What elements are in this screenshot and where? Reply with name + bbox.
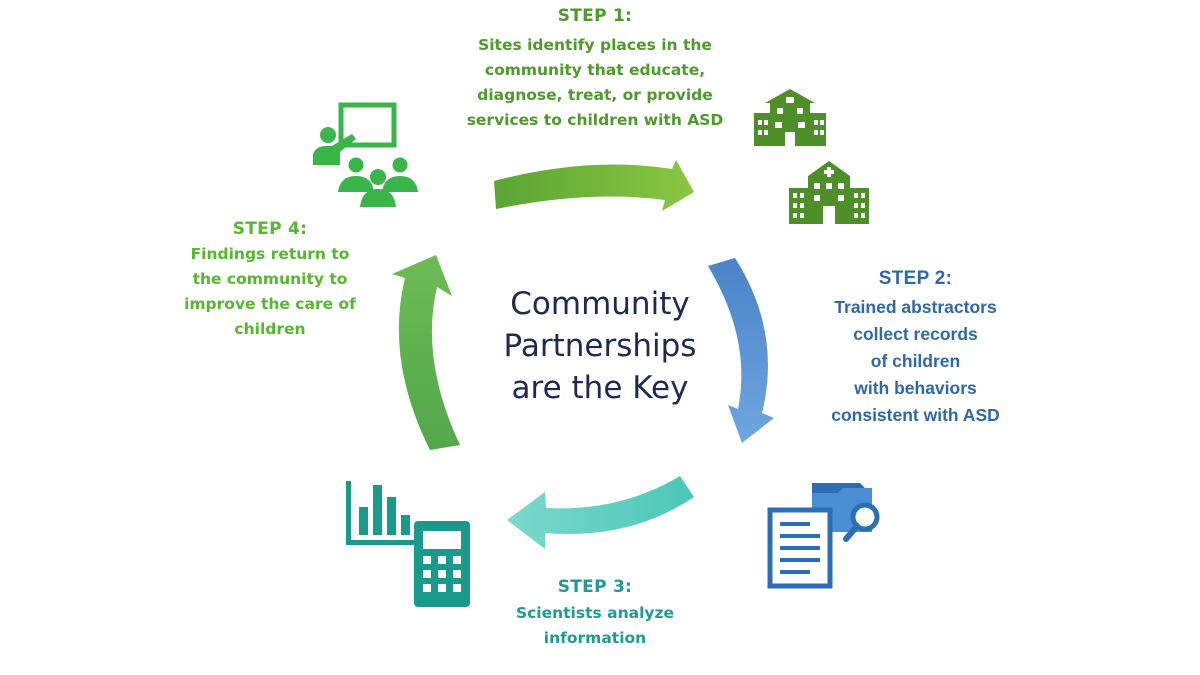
step-4-line: the community to	[192, 270, 348, 288]
step-1-line: services to children with ASD	[466, 111, 724, 129]
step-3-text: STEP 3: Scientists analyze information	[480, 577, 710, 651]
step-3-title: STEP 3:	[557, 577, 633, 597]
step-4-line: Findings return to	[190, 245, 350, 263]
step-2-line: collect records	[853, 324, 978, 344]
step-4-line: children	[234, 320, 306, 338]
arrow-step3	[507, 476, 694, 549]
step-2-title: STEP 2:	[878, 268, 953, 289]
step-2-line: Trained abstractors	[834, 297, 997, 317]
classroom-icon	[313, 102, 418, 207]
bar-chart-icon	[346, 481, 416, 545]
step-1-line: community that educate,	[484, 61, 706, 79]
school-building-icon	[754, 89, 826, 146]
center-title-line: Community	[510, 286, 690, 322]
step-3-line: Scientists analyze	[515, 604, 675, 622]
document-folder-search-icon	[767, 483, 880, 589]
hospital-building-icon	[789, 161, 869, 224]
step-4-line: improve the care of	[184, 295, 356, 313]
step-1-title: STEP 1:	[557, 6, 633, 26]
center-title-line: are the Key	[511, 370, 689, 406]
step-3-line: information	[543, 629, 647, 647]
step-1-text: STEP 1: Sites identify places in the com…	[440, 6, 750, 133]
arrow-step1	[494, 160, 694, 211]
step-1-line: diagnose, treat, or provide	[477, 86, 713, 104]
step-1-line: Sites identify places in the	[478, 36, 712, 54]
step-2-line: consistent with ASD	[831, 405, 1000, 425]
center-title: Community Partnerships are the Key	[455, 283, 745, 409]
calculator-icon	[414, 521, 470, 607]
center-title-line: Partnerships	[503, 328, 697, 364]
arrow-step4	[392, 255, 460, 450]
step-4-text: STEP 4: Findings return to the community…	[160, 219, 380, 342]
step-2-text: STEP 2: Trained abstractors collect reco…	[808, 268, 1023, 429]
arrow-step2	[708, 258, 774, 443]
step-2-line: of children	[870, 351, 961, 371]
step-4-title: STEP 4:	[232, 219, 308, 239]
step-2-line: with behaviors	[854, 378, 977, 398]
